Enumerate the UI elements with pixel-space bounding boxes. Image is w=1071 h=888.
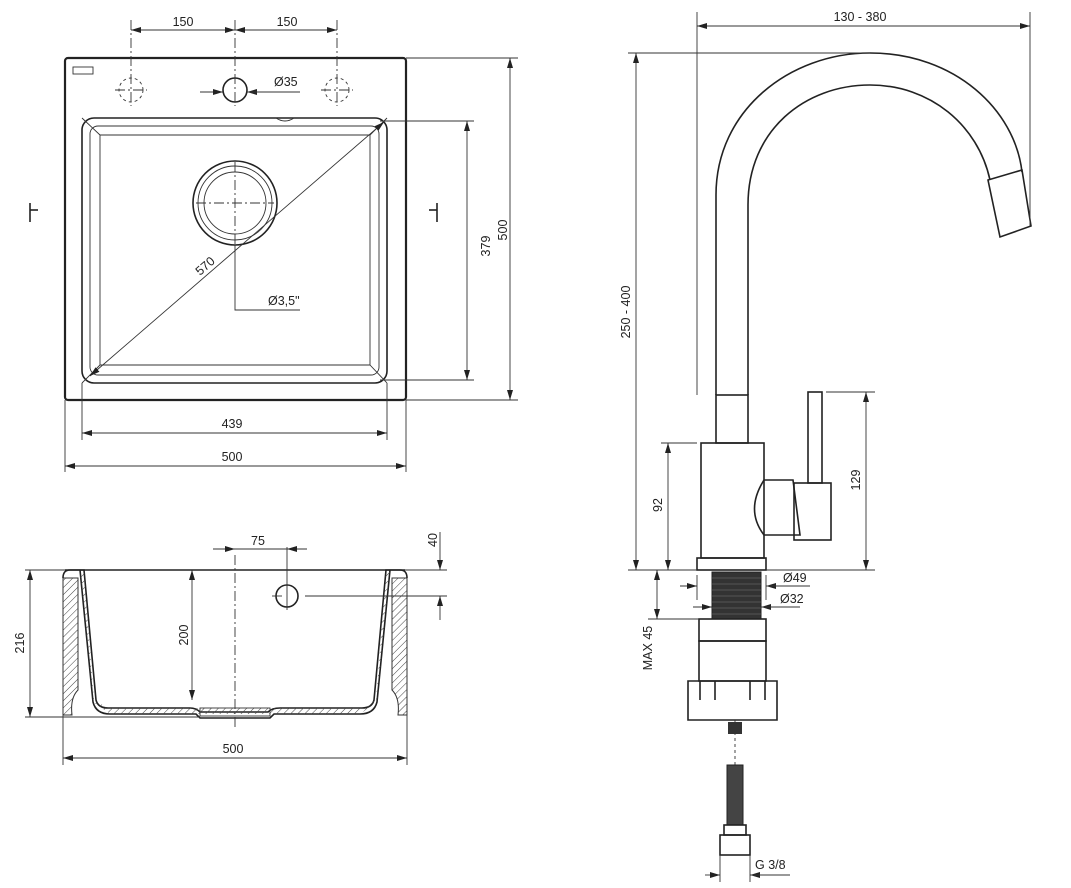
countertop-left [62,577,79,716]
castle-nut [687,680,778,721]
dim-overflow-offset: 75 [251,534,265,548]
base-collar [696,557,767,571]
supply-hose [726,764,744,826]
dim-height: 250 - 400 [619,286,633,339]
section-mark-left [29,203,38,222]
dim-tap-hole: Ø35 [274,75,298,89]
dim-max-thickness: MAX 45 [641,626,655,671]
spout-outer [715,52,1023,395]
drain [192,160,278,246]
dim-reach: 130 - 380 [834,10,887,24]
dim-base-dia: Ø49 [783,571,807,585]
sink-section-view: 75 40 216 200 500 [13,532,447,765]
lever [807,391,823,484]
overflow-slot [275,117,295,122]
dim-outer-depth: 500 [496,220,510,241]
dim-bowl-depth: 379 [479,236,493,257]
logo-plate [72,66,94,75]
aerator [987,168,1032,239]
dim-bowl-height: 200 [177,625,191,646]
dim-body: 92 [651,498,665,512]
threaded-shank [711,571,762,620]
dim-drain: Ø3,5" [268,294,300,308]
dim-shank-dia: Ø32 [780,592,804,606]
sink-outline [63,56,408,402]
dim-diagonal: 570 [193,254,218,278]
dim-hole-spacing-right: 150 [277,15,298,29]
dim-connection: G 3/8 [755,858,786,872]
dim-total-height: 216 [13,633,27,654]
dim-width: 500 [223,742,244,756]
faucet-side-view: 130 - 380 250 - 400 92 129 Ø49 Ø32 MAX 4… [619,10,1032,882]
countertop-right [391,577,408,716]
sink-top-view: 150 150 Ø35 570 Ø3,5" 379 500 439 500 [29,15,518,472]
bowl-rim [81,117,388,384]
dim-hole-spacing-left: 150 [173,15,194,29]
dim-bowl-width: 439 [222,417,243,431]
dim-lever: 129 [849,470,863,491]
mounting-nut [698,618,767,642]
dim-overflow-height: 40 [426,533,440,547]
section-mark-right [429,203,438,222]
dim-outer-width: 500 [222,450,243,464]
spout-inner [747,84,991,395]
